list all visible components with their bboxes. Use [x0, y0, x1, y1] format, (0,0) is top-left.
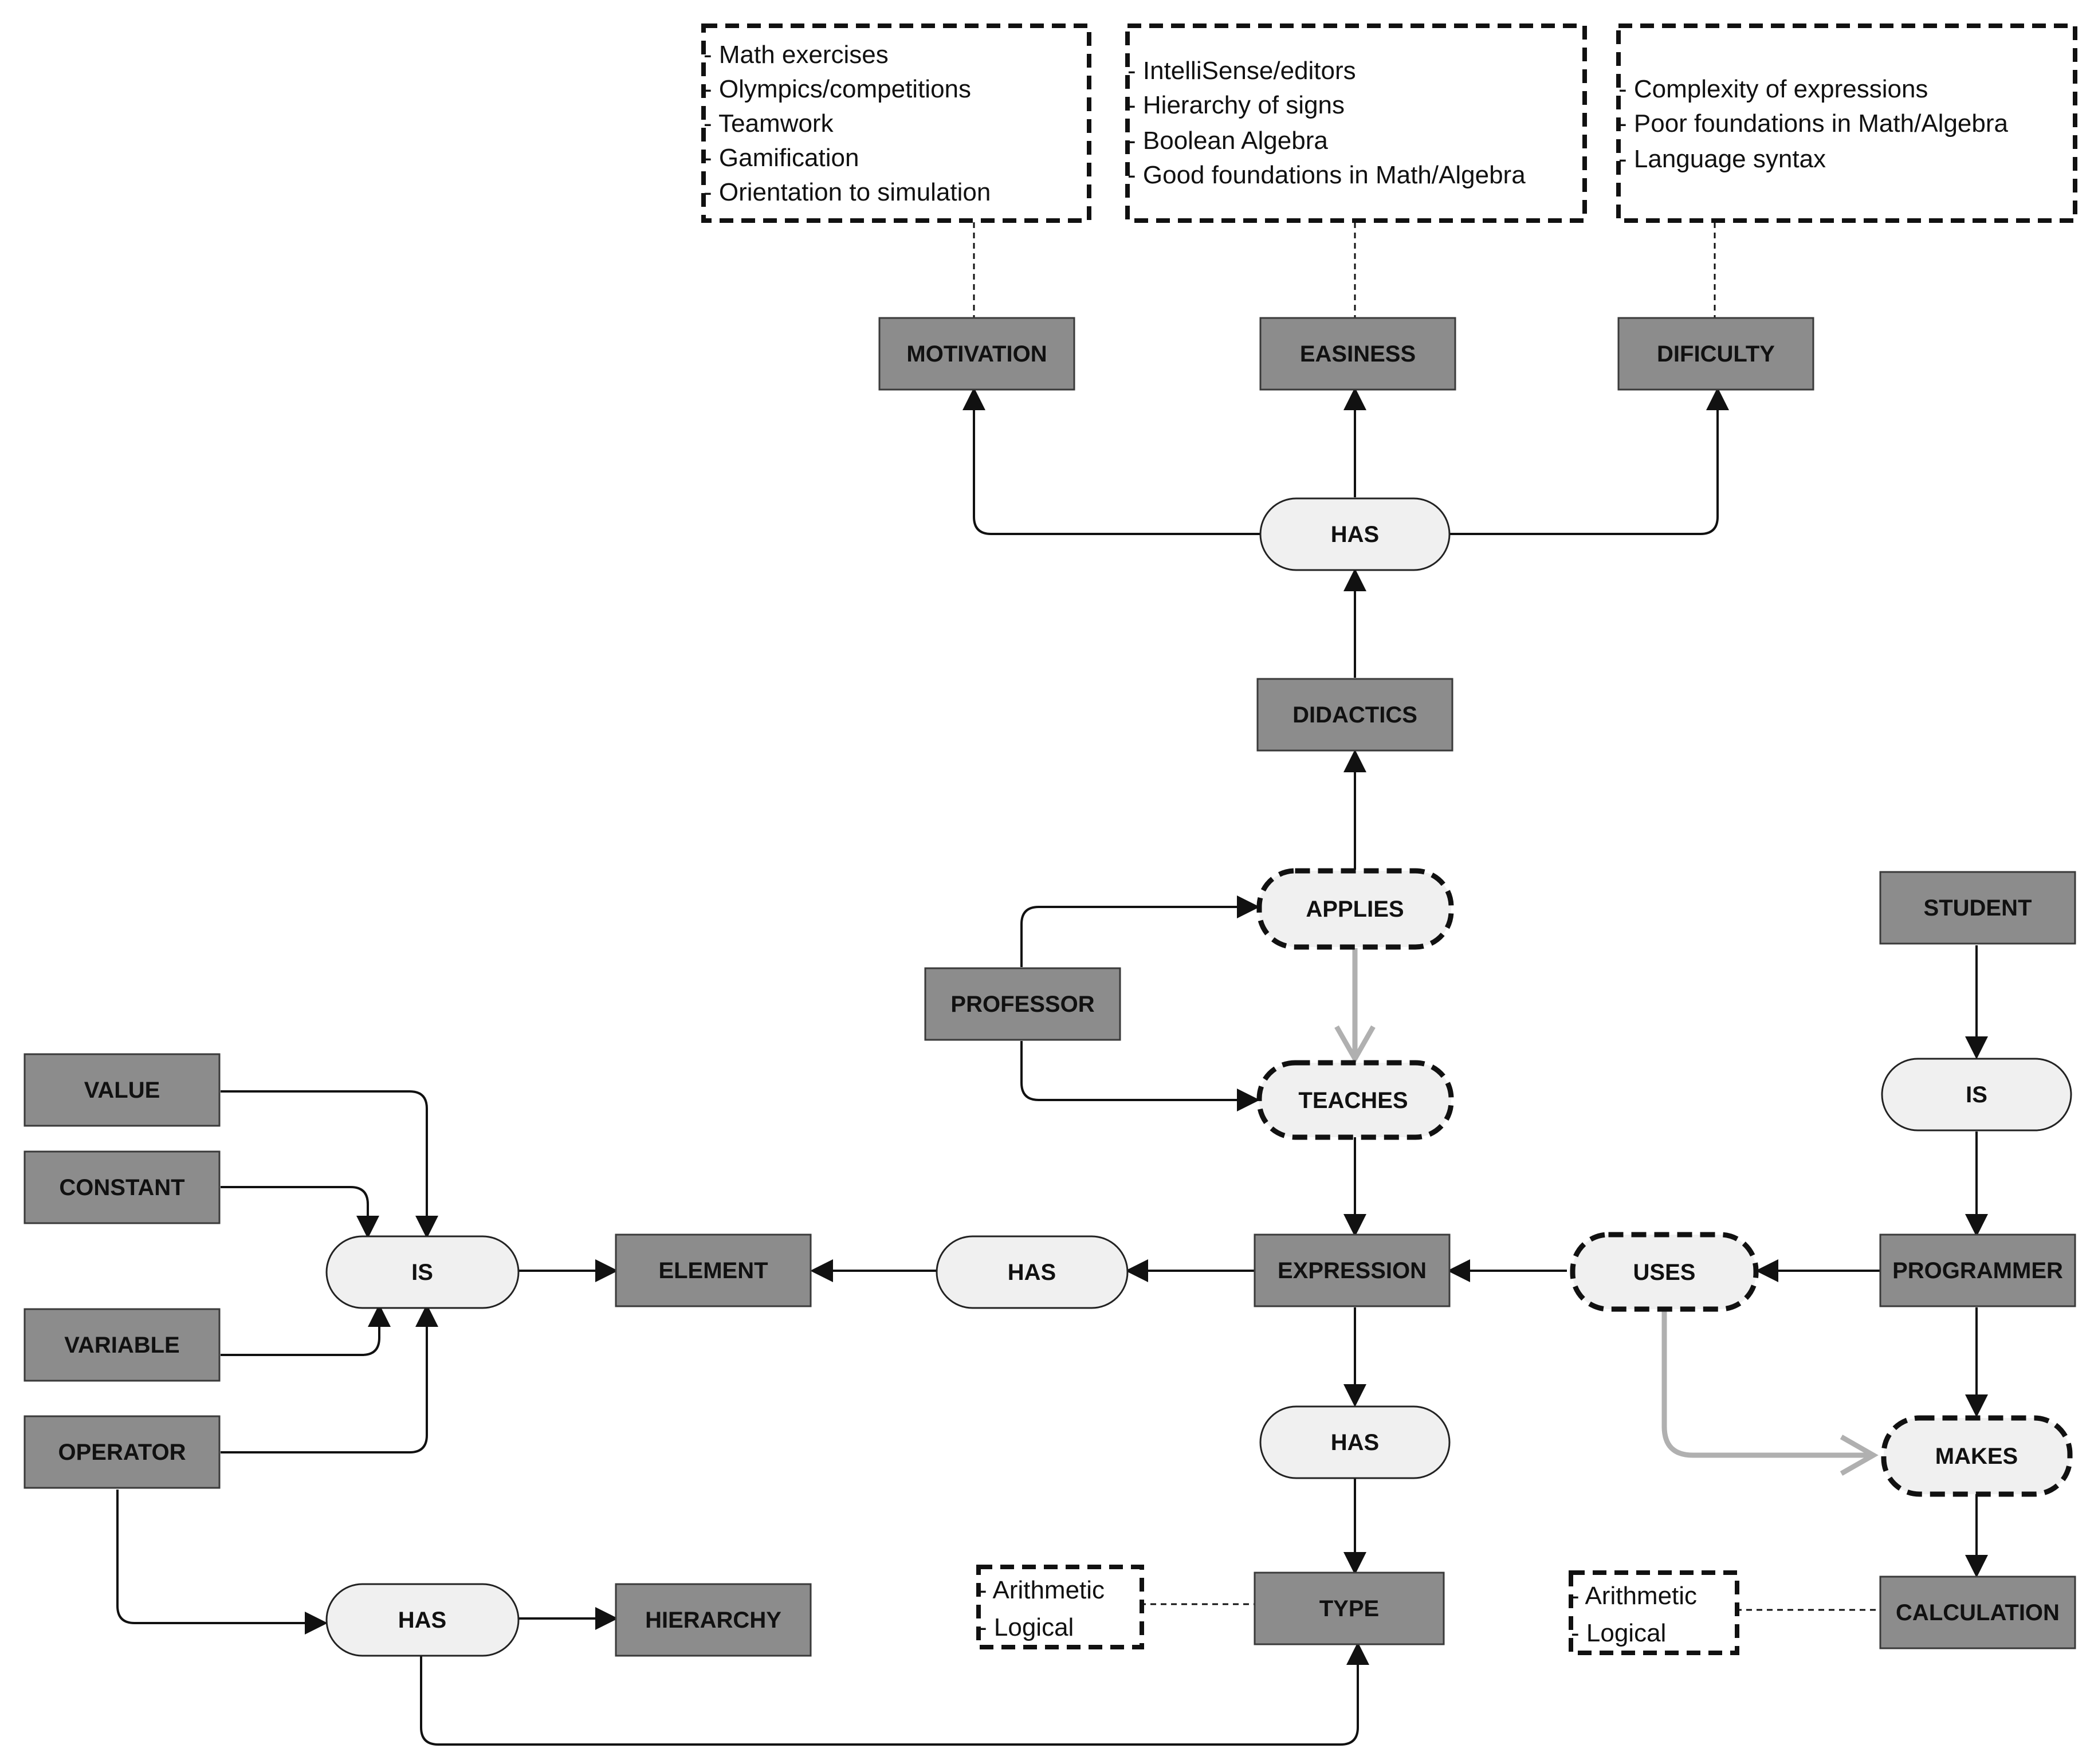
svg-text:PROGRAMMER: PROGRAMMER: [1892, 1258, 2063, 1283]
link-has-top: HAS: [1259, 497, 1451, 571]
note-type-line: - Logical: [979, 1613, 1074, 1641]
edge-professor-teaches: [1020, 1041, 1260, 1111]
svg-text:TYPE: TYPE: [1319, 1596, 1379, 1621]
link-teaches: TEACHES: [1256, 1060, 1454, 1140]
edge-value-is: [221, 1090, 438, 1239]
svg-text:PROFESSOR: PROFESSOR: [950, 992, 1094, 1017]
note-motivation: - Math exercises - Olympics/competitions…: [701, 23, 1091, 223]
concept-type: TYPE: [1254, 1572, 1445, 1645]
concept-dificulty: DIFICULTY: [1617, 317, 1814, 391]
edge-operator-has: [116, 1490, 328, 1635]
svg-text:STUDENT: STUDENT: [1924, 895, 2032, 921]
note-dificulty-line: - Language syntax: [1618, 145, 1826, 173]
note-easiness-line: - Boolean Algebra: [1127, 127, 1328, 155]
concept-programmer: PROGRAMMER: [1879, 1233, 2076, 1307]
concept-constant: CONSTANT: [23, 1150, 221, 1224]
edge-has-dificulty: [1449, 387, 1729, 535]
svg-text:ELEMENT: ELEMENT: [658, 1258, 768, 1283]
concept-calculation: CALCULATION: [1879, 1576, 2076, 1649]
svg-text:OPERATOR: OPERATOR: [58, 1440, 186, 1465]
concept-easiness: EASINESS: [1259, 317, 1456, 391]
concept-hierarchy: HIERARCHY: [615, 1583, 812, 1657]
link-is-student: IS: [1881, 1058, 2072, 1132]
note-motivation-line: - Teamwork: [704, 109, 834, 137]
svg-text:CALCULATION: CALCULATION: [1896, 1600, 2060, 1625]
svg-text:VARIABLE: VARIABLE: [64, 1333, 179, 1358]
concept-motivation: MOTIVATION: [878, 317, 1075, 391]
note-easiness: - IntelliSense/editors - Hierarchy of si…: [1125, 23, 1587, 223]
svg-text:HAS: HAS: [1331, 1430, 1379, 1455]
note-motivation-line: - Olympics/competitions: [704, 75, 971, 103]
note-easiness-line: - Hierarchy of signs: [1127, 91, 1345, 119]
note-motivation-line: - Gamification: [704, 144, 859, 172]
edge-variable-is: [221, 1304, 391, 1356]
concept-professor: PROFESSOR: [924, 967, 1121, 1041]
note-type: - Arithmetic - Logical: [976, 1565, 1144, 1649]
edge-constant-is: [221, 1186, 379, 1239]
note-motivation-line: - Orientation to simulation: [704, 178, 991, 206]
svg-text:USES: USES: [1633, 1260, 1696, 1285]
note-easiness-line: - Good foundations in Math/Algebra: [1127, 161, 1526, 189]
svg-text:TEACHES: TEACHES: [1298, 1088, 1408, 1113]
svg-text:CONSTANT: CONSTANT: [59, 1175, 184, 1200]
edge-has-motivation: [962, 387, 1260, 535]
svg-text:MOTIVATION: MOTIVATION: [906, 341, 1047, 367]
edge-professor-applies: [1020, 895, 1260, 967]
edge-uses-makes: [1661, 1309, 1879, 1476]
svg-text:HAS: HAS: [1008, 1260, 1056, 1285]
svg-text:IS: IS: [411, 1260, 433, 1285]
svg-text:MAKES: MAKES: [1935, 1444, 2018, 1469]
concept-element: ELEMENT: [615, 1233, 812, 1307]
note-type-line: - Arithmetic: [979, 1576, 1105, 1604]
link-uses: USES: [1570, 1232, 1759, 1312]
svg-text:EXPRESSION: EXPRESSION: [1278, 1258, 1427, 1283]
svg-text:HAS: HAS: [398, 1608, 446, 1633]
link-has-type: HAS: [1259, 1405, 1451, 1479]
svg-text:DIFICULTY: DIFICULTY: [1657, 341, 1775, 367]
link-makes: MAKES: [1881, 1415, 2073, 1497]
concept-value: VALUE: [23, 1053, 221, 1127]
concept-didactics: DIDACTICS: [1256, 678, 1453, 752]
link-is-element: IS: [325, 1235, 520, 1309]
note-motivation-line: - Math exercises: [704, 41, 889, 69]
svg-text:DIDACTICS: DIDACTICS: [1292, 702, 1417, 728]
note-dificulty-line: - Poor foundations in Math/Algebra: [1618, 109, 2009, 137]
svg-text:HAS: HAS: [1331, 522, 1379, 547]
note-calculation-line: - Arithmetic: [1571, 1582, 1697, 1610]
link-has-element: HAS: [936, 1235, 1129, 1309]
concept-student: STUDENT: [1879, 871, 2076, 945]
note-dificulty-line: - Complexity of expressions: [1618, 75, 1928, 103]
svg-text:IS: IS: [1966, 1082, 1987, 1107]
edge-operator-is: [221, 1304, 438, 1453]
note-easiness-line: - IntelliSense/editors: [1127, 57, 1356, 85]
note-calculation-line: - Logical: [1571, 1619, 1666, 1647]
link-applies: APPLIES: [1256, 868, 1454, 950]
svg-text:HIERARCHY: HIERARCHY: [645, 1608, 781, 1633]
concept-operator: OPERATOR: [23, 1415, 221, 1489]
concept-variable: VARIABLE: [23, 1308, 221, 1382]
svg-text:EASINESS: EASINESS: [1300, 341, 1416, 367]
svg-text:VALUE: VALUE: [84, 1078, 160, 1103]
edges: [116, 222, 1988, 1746]
link-has-hierarchy: HAS: [325, 1583, 520, 1657]
note-dificulty: - Complexity of expressions - Poor found…: [1616, 23, 2077, 223]
svg-text:APPLIES: APPLIES: [1306, 897, 1404, 922]
note-calculation: - Arithmetic - Logical: [1569, 1570, 1739, 1655]
concept-expression: EXPRESSION: [1254, 1233, 1451, 1307]
edge-has-type-bottom: [420, 1642, 1369, 1746]
